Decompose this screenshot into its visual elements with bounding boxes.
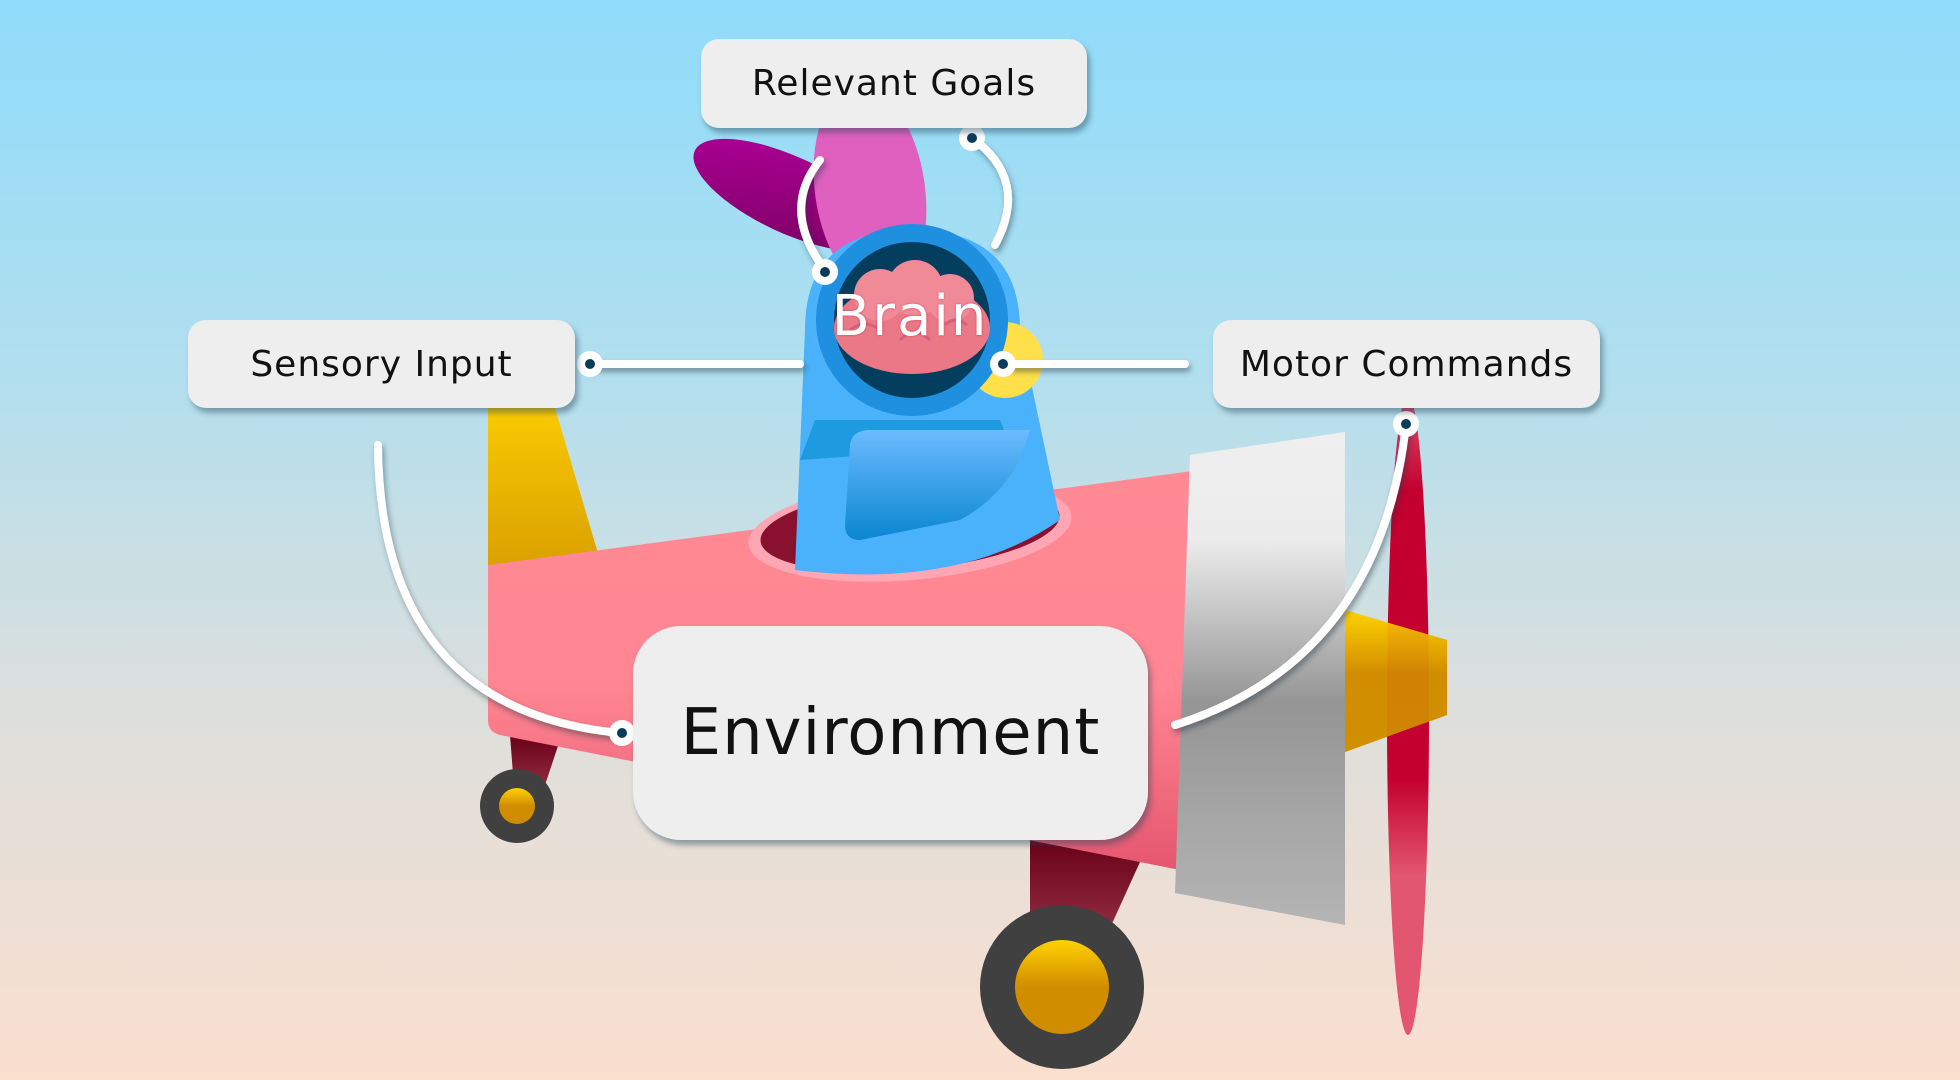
connector-knob-hole: [820, 267, 830, 277]
rear-wheel: [480, 769, 554, 843]
engine-cowl: [1175, 432, 1345, 925]
connector-knob-hole: [967, 133, 977, 143]
connector-knob-hole: [998, 359, 1008, 369]
node-sensory-input: Sensory Input: [188, 320, 575, 408]
nose-cone-front: [1345, 610, 1447, 752]
node-label: Motor Commands: [1239, 343, 1574, 385]
node-label: Relevant Goals: [751, 63, 1037, 104]
node-brain-label: Brain: [831, 284, 989, 349]
arrow-motor-to-env: [1171, 420, 1410, 729]
arrow-goals-to-brain: [968, 134, 1013, 249]
connector-knob-hole: [585, 359, 595, 369]
node-relevant-goals: Relevant Goals: [701, 39, 1087, 128]
front-wheel: [980, 905, 1144, 1069]
connector-knob-hole: [617, 728, 627, 738]
arrow-env-to-sensory: [374, 441, 624, 737]
connector-knob-hole: [1401, 419, 1411, 429]
node-environment: Environment: [633, 626, 1148, 840]
arrow-brain-to-goals: [797, 156, 829, 274]
tail-fin: [488, 408, 600, 575]
node-label: Sensory Input: [250, 343, 513, 385]
node-label: Environment: [680, 696, 1101, 770]
bird-wing: [845, 430, 1030, 540]
node-motor-commands: Motor Commands: [1213, 320, 1600, 408]
brain-icon: [834, 260, 990, 374]
